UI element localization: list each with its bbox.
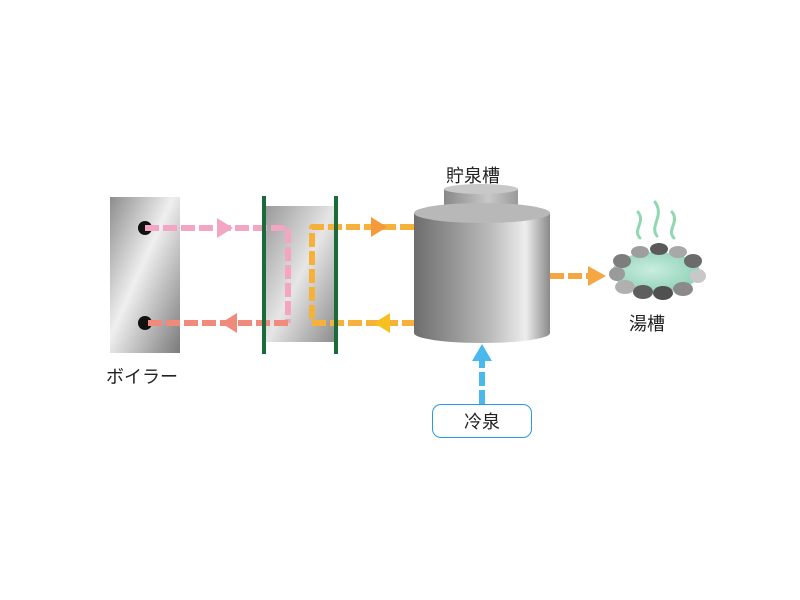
bath-label: 湯槽: [629, 314, 665, 335]
primary-supply-arrow: [217, 218, 233, 238]
cold-spring-arrow: [472, 344, 492, 361]
secondary-return-arrow: [374, 313, 390, 333]
cold-spring-label: 冷泉: [464, 412, 500, 433]
cold-spring-label-box: 冷泉: [432, 404, 532, 438]
boiler-inlet-port: [138, 316, 152, 330]
exchanger-plate-right: [334, 196, 338, 354]
primary-supply-pipe: [145, 225, 291, 323]
tank-to-bath-arrow: [588, 266, 606, 286]
secondary-supply-arrow: [371, 217, 387, 237]
boiler-label: ボイラー: [106, 367, 178, 388]
storage-tank-label: 貯泉槽: [446, 166, 500, 187]
primary-return-arrow: [221, 313, 237, 333]
storage-tank-icon: [414, 184, 550, 343]
stone-bath-icon: [609, 243, 706, 300]
secondary-supply-pipe: [309, 224, 414, 326]
exchanger-plate-left: [262, 196, 266, 354]
steam-icon: [635, 200, 677, 240]
